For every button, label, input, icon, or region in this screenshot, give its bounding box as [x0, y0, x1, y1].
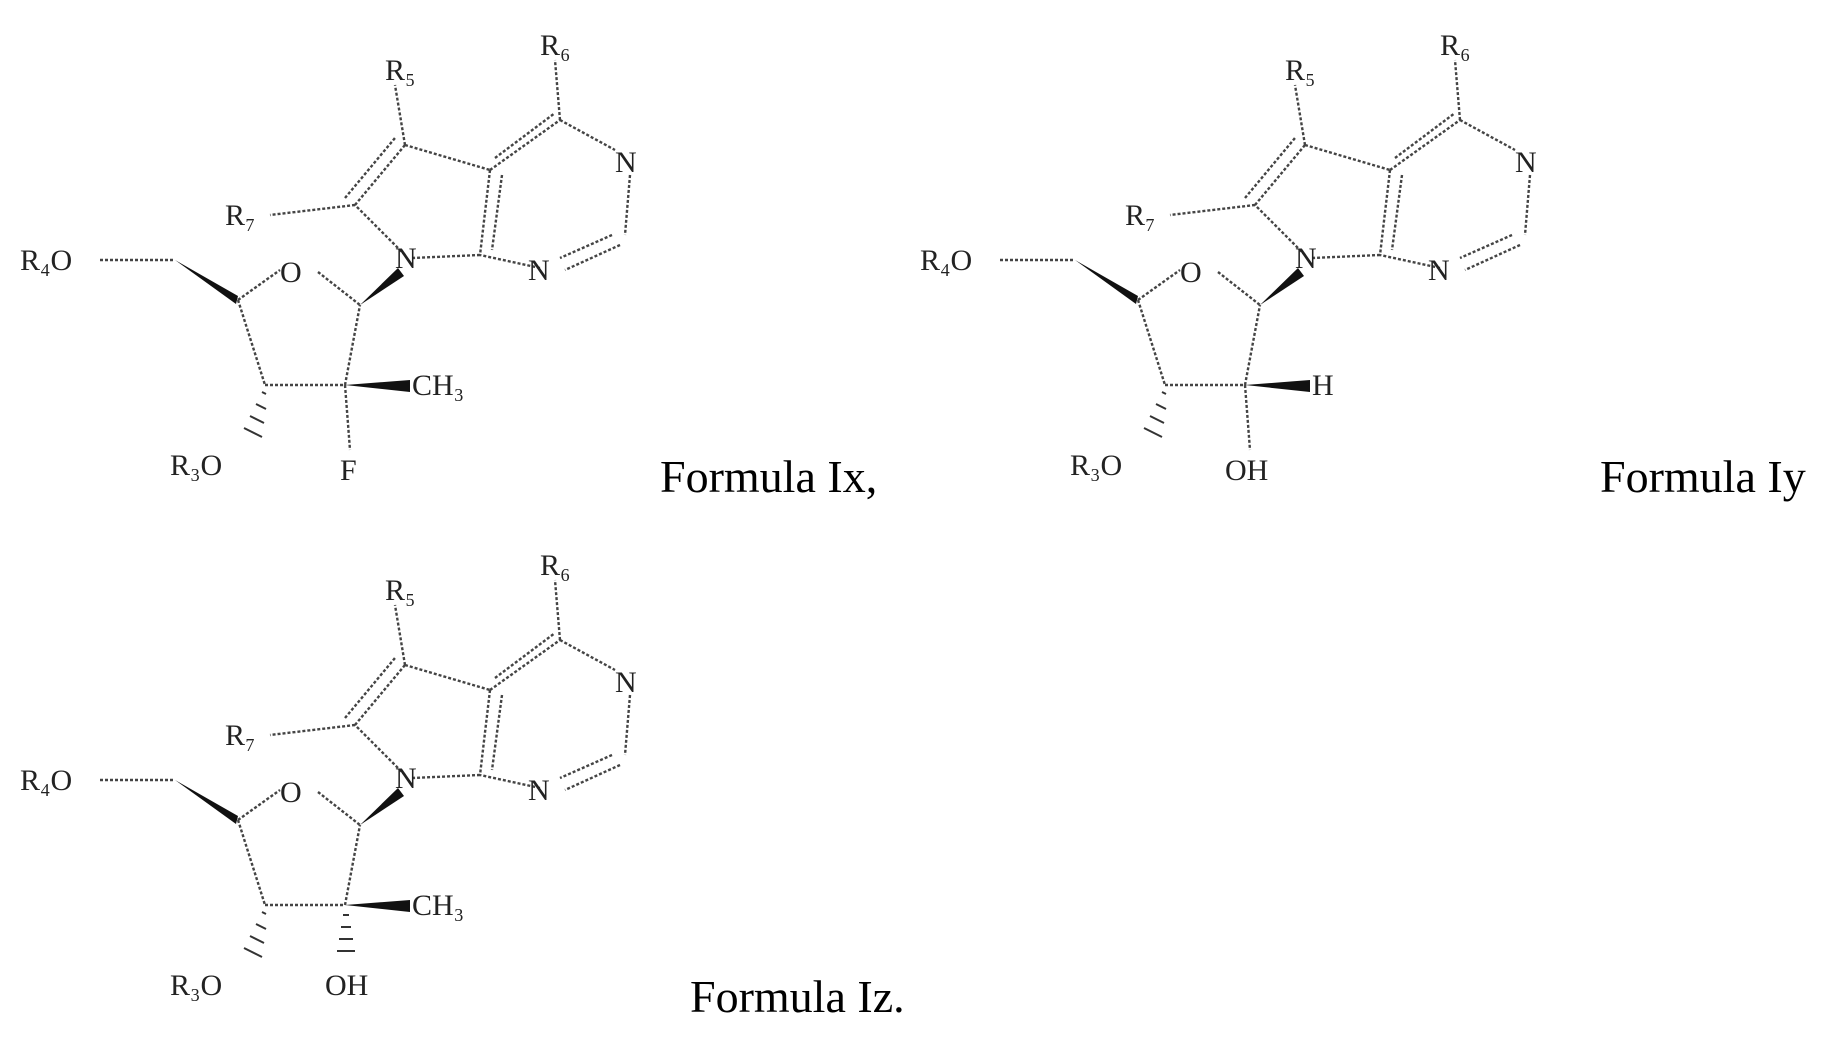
wedge-bond: [1075, 260, 1138, 304]
label-n9: N: [395, 242, 417, 275]
label-r3o: R₃O: [170, 969, 222, 1002]
label-n3: N: [1428, 254, 1450, 287]
wedge-bond: [175, 780, 238, 824]
label-r5: R₅: [385, 574, 415, 607]
label-n9: N: [1295, 242, 1317, 275]
label-c2-up: CH₃: [412, 889, 464, 922]
label-c2-down: OH: [325, 969, 368, 1002]
label-n1: N: [1515, 146, 1537, 179]
label-r6: R₆: [540, 29, 570, 62]
hash-bond: [244, 912, 266, 957]
label-n1: N: [615, 146, 637, 179]
label-ring-oxygen: O: [280, 256, 302, 289]
label-r3o: R₃O: [170, 449, 222, 482]
label-c2-down: OH: [1225, 454, 1268, 487]
structure-formula-iy: R₄O O N N N R₅ R₆ R₇ H OH R₃O: [900, 0, 1600, 500]
label-ring-oxygen: O: [280, 776, 302, 809]
wedge-bond: [345, 380, 410, 392]
caption-formula-iy: Formula Iy: [1600, 450, 1806, 503]
label-n3: N: [528, 774, 550, 807]
label-r5: R₅: [1285, 54, 1315, 87]
caption-formula-iz: Formula Iz.: [690, 970, 905, 1023]
label-n1: N: [615, 666, 637, 699]
label-r4o: R₄O: [20, 764, 72, 797]
label-r5: R₅: [385, 54, 415, 87]
ring-bonds: [100, 60, 630, 450]
label-r3o: R₃O: [1070, 449, 1122, 482]
ring-bonds: [100, 580, 630, 905]
label-n3: N: [528, 254, 550, 287]
label-c2-up: CH₃: [412, 369, 464, 402]
label-ring-oxygen: O: [1180, 256, 1202, 289]
structure-formula-iz: R₄O O N N N R₅ R₆ R₇ CH₃ OH R₃O: [0, 520, 700, 1040]
label-r7: R₇: [225, 199, 255, 232]
hash-bond: [1144, 392, 1166, 437]
label-r4o: R₄O: [20, 244, 72, 277]
label-r6: R₆: [1440, 29, 1470, 62]
label-c2-up: H: [1312, 369, 1334, 402]
hash-bond: [244, 392, 266, 437]
label-r7: R₇: [1125, 199, 1155, 232]
label-c2-down: F: [340, 454, 357, 487]
label-r7: R₇: [225, 719, 255, 752]
wedge-bond: [1245, 380, 1310, 392]
label-r6: R₆: [540, 549, 570, 582]
label-n9: N: [395, 762, 417, 795]
structure-formula-ix: R₄O O N N N R₅ R₆ R₇ CH₃ F R₃O: [0, 0, 700, 500]
hash-bond: [337, 915, 355, 951]
ring-bonds: [1000, 60, 1530, 450]
caption-formula-ix: Formula Ix,: [660, 450, 877, 503]
wedge-bond: [345, 900, 410, 912]
label-r4o: R₄O: [920, 244, 972, 277]
wedge-bond: [175, 260, 238, 304]
